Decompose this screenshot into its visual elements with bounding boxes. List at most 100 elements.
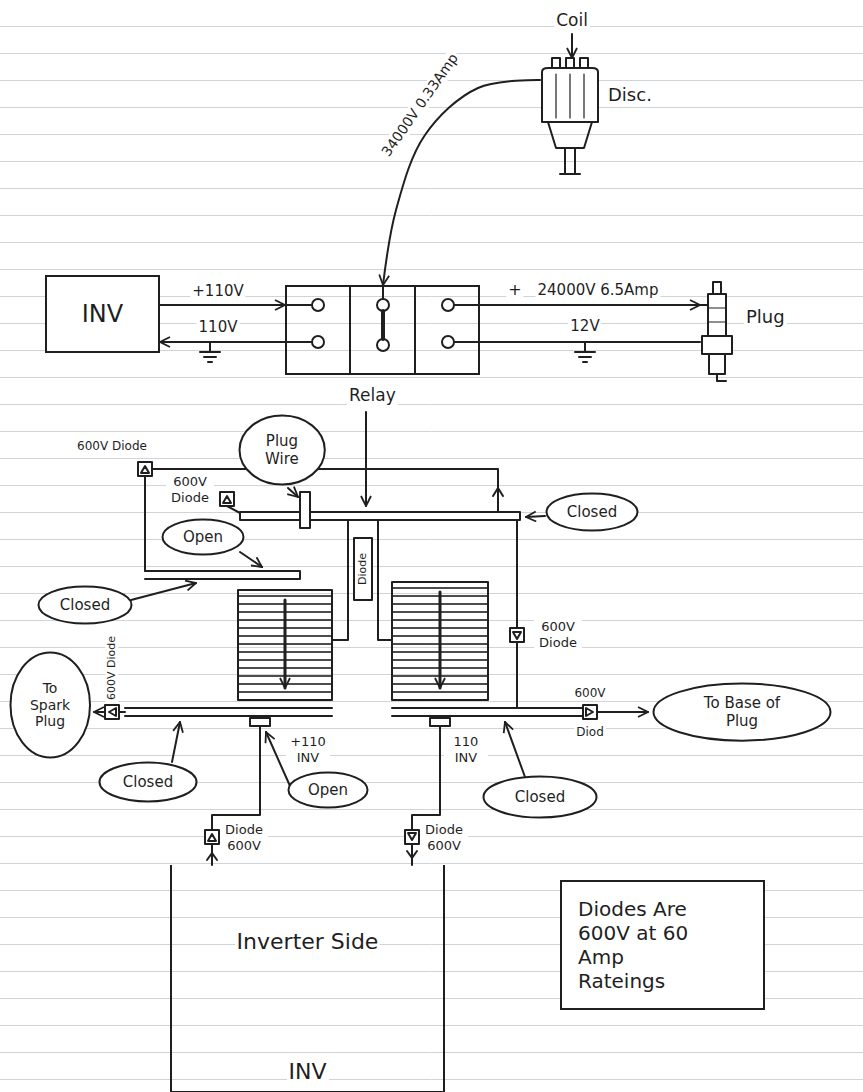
node-text: Disc. [606, 84, 654, 106]
node-text: Closed [121, 773, 175, 791]
callout-ellipse: To Base of Plug [652, 682, 832, 742]
plug-electrode [717, 374, 726, 381]
spark-plug-lead [94, 711, 105, 713]
callout-ring [654, 683, 831, 740]
node-text: Inverter Side [235, 929, 381, 955]
node-text: Diodes Are 600V at 60 Amp Rateings [576, 897, 700, 993]
plug-insulator-ribs [708, 308, 726, 322]
leader-arrow [131, 583, 196, 600]
plug-lead [700, 304, 708, 306]
wire-label: 12V [568, 317, 601, 335]
leader-arrow [526, 516, 545, 517]
distributor-terminal [580, 58, 588, 68]
distributor-terminal [552, 58, 560, 68]
relay-terminal-lead [287, 287, 478, 342]
contact-point [430, 718, 450, 726]
polarity-mark: + [506, 280, 523, 299]
relay-terminal [312, 336, 324, 348]
plug-thread [709, 354, 725, 374]
distributor-terminal [566, 58, 574, 68]
relay-divider [350, 287, 415, 373]
spark-plug: Plug [700, 272, 800, 384]
node-text: To Spark Plug [25, 680, 75, 730]
ground-symbol [575, 342, 595, 362]
armature-bar [240, 512, 520, 520]
relay-pointer [365, 412, 367, 506]
relay-terminal [442, 336, 454, 348]
diode-label: Diode [356, 551, 369, 587]
terminal-label: 110 INV [444, 734, 488, 765]
diode-symbol [205, 830, 219, 844]
wire-label: 34000V 0.33Amp [377, 49, 463, 162]
callout-ring [289, 773, 368, 808]
callout-ellipse: To Spark Plug [9, 651, 92, 759]
diode-triangle [208, 834, 216, 841]
lower-contact-arm [392, 708, 583, 716]
diode-label: 600V [572, 686, 607, 700]
feedback-wire [144, 476, 146, 571]
relay-coil [238, 590, 332, 700]
part-label: Coil [554, 10, 590, 30]
callout-ring [484, 777, 597, 818]
callout-ring [39, 587, 132, 624]
diode-label: 600V Diode [75, 439, 149, 453]
diode-label: 600V Diode [105, 634, 118, 702]
callout-ring [163, 520, 244, 555]
relay-terminal [442, 299, 454, 311]
diode-label: Diode 600V [220, 822, 268, 853]
callout-ring [239, 416, 324, 485]
callout-ellipse: Open [161, 518, 245, 556]
diode-symbol [105, 705, 119, 719]
wire-connector [160, 304, 285, 306]
node-text: Closed [513, 788, 567, 806]
upper-contact-arm [145, 571, 300, 579]
leader-arrow [288, 488, 298, 497]
node-text: Relay [347, 385, 398, 405]
wire-connector [480, 341, 700, 343]
node-text: INV [287, 1059, 329, 1085]
callout-ellipse: Closed [482, 775, 598, 819]
callout-ellipse: Closed [37, 585, 133, 625]
inverter-side-box: Inverter SideINV [170, 865, 445, 1092]
coil-arrow [439, 592, 442, 688]
wire-label: 110V [197, 318, 240, 336]
coil-lead [332, 520, 392, 640]
diode-triangle [513, 632, 521, 639]
callout-ellipse: Closed [545, 492, 639, 532]
diode-wire [516, 520, 518, 708]
callout-ring [547, 494, 638, 531]
inverter-outline-path [171, 865, 444, 1092]
diode-triangle [223, 496, 231, 503]
distributor-ribs [556, 74, 584, 118]
lower-contact-arm [119, 708, 332, 716]
diode-symbol [405, 830, 419, 844]
callout-ellipse: Open [287, 771, 369, 809]
inverter-box: INV [45, 275, 160, 353]
diode-lead [227, 506, 240, 513]
callout-ellipse: Closed [98, 761, 198, 803]
node-text: Plug [744, 306, 787, 328]
plug-wire-stud [300, 492, 310, 528]
distributor-part: Disc. [540, 58, 660, 183]
diode-symbol [510, 628, 524, 642]
diode-label: Diode 600V [420, 822, 468, 853]
diode-label: 600V Diode [534, 619, 582, 650]
diode-label: Diod [574, 725, 606, 739]
plug-base-lead [597, 711, 648, 713]
distributor-body [548, 122, 592, 148]
coil-pointer [571, 34, 573, 58]
current-arrow [493, 488, 503, 496]
diode-triangle [408, 833, 416, 840]
node-text: Open [306, 781, 350, 799]
callout-ring [100, 763, 197, 802]
ground-symbol [200, 342, 220, 362]
terminal-label: +110 INV [286, 734, 330, 765]
current-arrow [207, 853, 217, 860]
diode-triangle [586, 708, 593, 716]
relay-box: Relay [285, 285, 480, 375]
wire-label: +110V [190, 282, 245, 300]
relay-terminal [312, 299, 324, 311]
diode-symbol [354, 538, 372, 600]
distributor-cap [542, 68, 598, 122]
feedback-wire [152, 469, 498, 512]
